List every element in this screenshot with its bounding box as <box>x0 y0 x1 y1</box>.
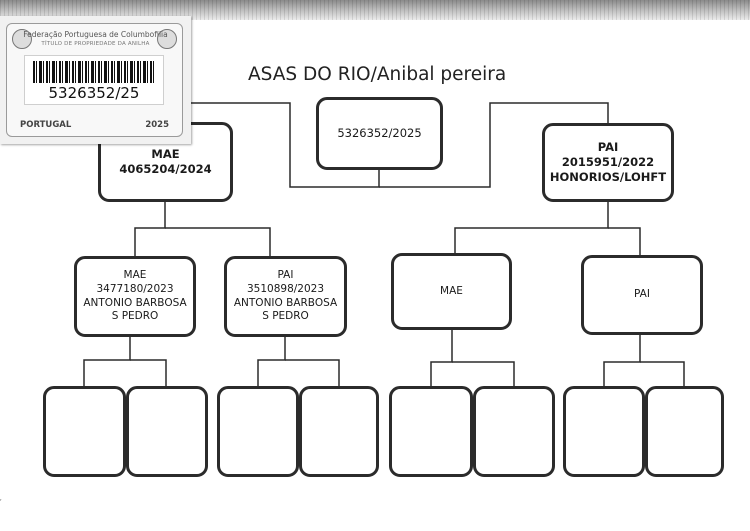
great-grandparent-card-3 <box>217 386 299 477</box>
great-grandparent-card-5 <box>389 386 473 477</box>
dam-sire-ring: 3510898/2023 <box>246 282 325 295</box>
sire-card: PAI 2015951/2022 HONORIOS/LOHFT <box>542 123 674 202</box>
scan-top-strip <box>0 0 750 20</box>
dam-dam-name-line1: ANTONIO BARBOSA <box>83 296 187 309</box>
barcode-icon <box>33 61 155 83</box>
ring-label-year: 2025 <box>145 120 169 130</box>
great-grandparent-card-1 <box>43 386 126 477</box>
ring-label-frame: Federação Portuguesa de Columbofilia TÍT… <box>6 23 183 137</box>
sire-dam-card: MAE <box>391 253 512 330</box>
sire-label: PAI <box>597 140 619 155</box>
dam-dam-ring: 3477180/2023 <box>96 282 174 295</box>
ring-ownership-label: Federação Portuguesa de Columbofilia TÍT… <box>0 16 191 144</box>
dam-dam-label: MAE <box>123 269 147 282</box>
loft-title: ASAS DO RIO/Anibal pereira <box>248 64 507 85</box>
dam-sire-label: PAI <box>277 269 294 282</box>
dam-sire-card: PAI 3510898/2023 ANTONIO BARBOSA S PEDRO <box>224 256 347 337</box>
sire-name: HONORIOS/LOHFT <box>549 169 667 184</box>
ring-label-code: 5326352/25 <box>48 84 140 102</box>
great-grandparent-card-2 <box>126 386 208 477</box>
dam-dam-name-line2: S PEDRO <box>111 310 159 323</box>
pigeon-card: 5326352/2025 <box>316 97 443 170</box>
dam-dam-card: MAE 3477180/2023 ANTONIO BARBOSA S PEDRO <box>74 256 196 337</box>
great-grandparent-card-4 <box>299 386 379 477</box>
dam-ring: 4065204/2024 <box>119 162 212 176</box>
pigeon-logo-icon <box>157 29 177 49</box>
great-grandparent-card-8 <box>645 386 724 477</box>
great-grandparent-card-7 <box>563 386 645 477</box>
dam-sire-name-line2: S PEDRO <box>262 310 309 323</box>
sire-dam-label: MAE <box>440 284 463 297</box>
sire-sire-card: PAI <box>581 255 703 335</box>
ring-label-organization: Federação Portuguesa de Columbofilia <box>23 30 168 39</box>
ring-label-country: PORTUGAL <box>20 120 72 130</box>
dam-label: MAE <box>151 147 180 162</box>
sire-sire-label: PAI <box>634 288 650 301</box>
dam-sire-name-line1: ANTONIO BARBOSA <box>233 296 338 309</box>
great-grandparent-card-6 <box>473 386 555 477</box>
federation-logo-icon <box>12 29 32 49</box>
scan-edge-mark: ʳ <box>0 498 2 505</box>
pigeon-ring: 5326352/2025 <box>337 126 422 141</box>
ring-label-document: TÍTULO DE PROPRIEDADE DA ANILHA <box>41 41 150 47</box>
sire-ring: 2015951/2022 <box>561 155 655 170</box>
barcode-panel: 5326352/25 <box>24 55 164 105</box>
